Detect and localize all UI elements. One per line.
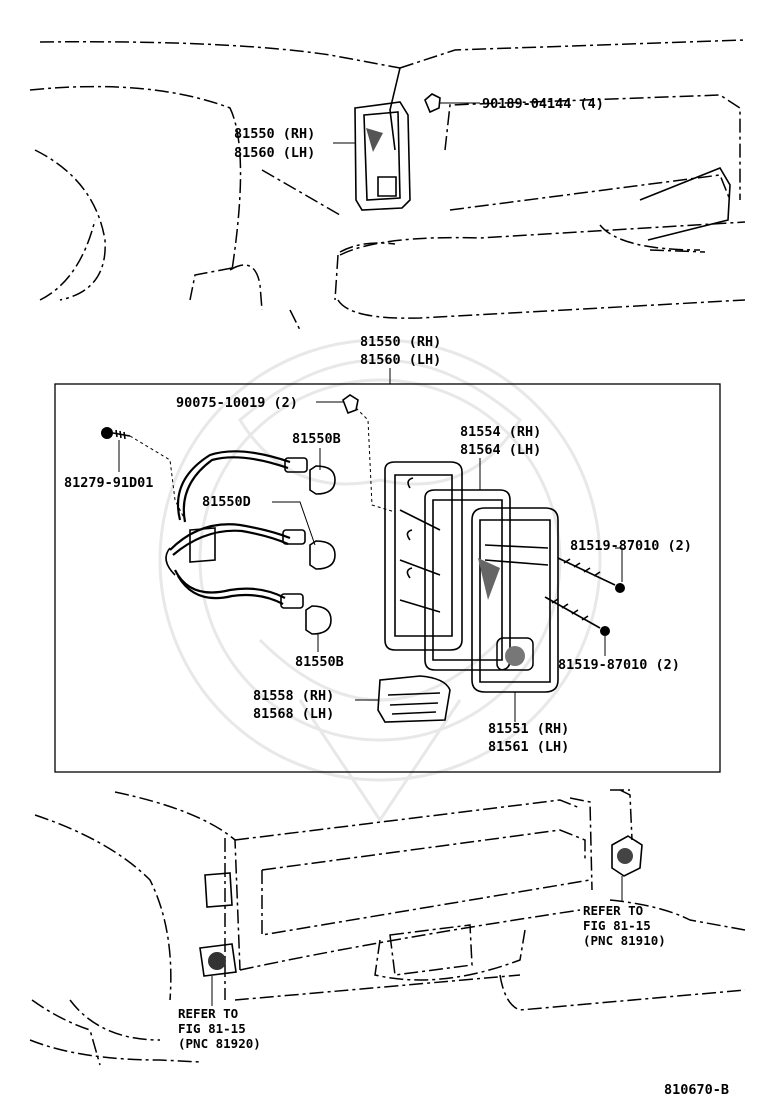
refer-left-line3: (PNC 81920) [178,1036,261,1051]
top-lamp-lh-label: 81560 (LH) [234,145,315,161]
vehicle-top-view [29,39,746,331]
housing-lh-label: 81561 (LH) [488,739,569,755]
top-clip-label: 90189-04144 (4) [482,96,604,112]
lens-gasket-rh-label: 81554 (RH) [460,424,541,440]
bulb-b-top-label: 81550B [292,431,341,447]
screw-lower-label: 81519-87010 (2) [558,657,680,673]
reflector-lh-label: 81568 (LH) [253,706,334,722]
exploded-view-frame [54,383,721,773]
lens-gasket-lh-label: 81564 (LH) [460,442,541,458]
top-lamp-rh-label: 81550 (RH) [234,126,315,142]
housing-rh-label: 81551 (RH) [488,721,569,737]
reflector-rh-label: 81558 (RH) [253,688,334,704]
watermark-emblem [158,338,602,823]
screw-left-label: 81279-91D01 [64,475,153,491]
screw-upper-label: 81519-87010 (2) [570,538,692,554]
refer-right-line3: (PNC 81910) [583,933,666,948]
vehicle-bottom-view [29,789,746,1066]
refer-left-line1: REFER TO [178,1006,238,1021]
assy-lh-label: 81560 (LH) [360,352,441,368]
bulb-d-label: 81550D [202,494,251,510]
refer-right-line1: REFER TO [583,903,643,918]
refer-left-line2: FIG 81-15 [178,1021,246,1036]
grommet-label: 90075-10019 (2) [176,395,298,411]
bulb-b-bottom-label: 81550B [295,654,344,670]
assy-rh-label: 81550 (RH) [360,334,441,350]
exploded-view-parts [101,394,625,723]
figure-code: 810670-B [664,1082,729,1098]
refer-right-line2: FIG 81-15 [583,918,651,933]
